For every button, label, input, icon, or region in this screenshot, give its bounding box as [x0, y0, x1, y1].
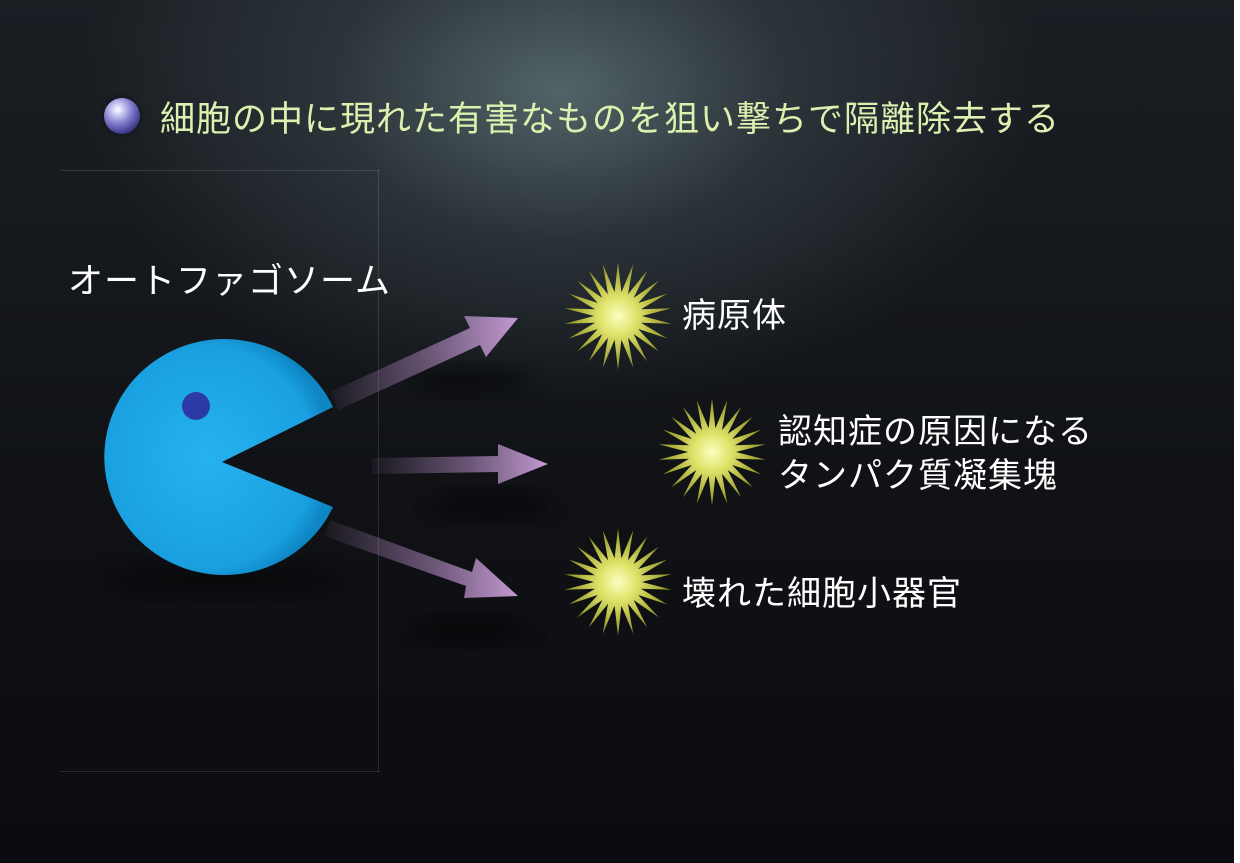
- starburst-icon: [658, 398, 766, 506]
- target-label-3: 壊れた細胞小器官: [682, 572, 962, 616]
- pacman-eye: [182, 392, 210, 420]
- target-label-line: 認知症の原因になる: [778, 412, 1093, 452]
- arrow-shadow: [410, 616, 530, 644]
- arrow-shadow: [430, 491, 550, 519]
- frame-line-top: [60, 170, 380, 171]
- slide-title-row: 細胞の中に現れた有害なものを狙い撃ちで隔離除去する: [104, 92, 1060, 140]
- starburst-icon: [564, 262, 672, 370]
- arrow-to-target-2: [372, 444, 548, 484]
- target-label-line: 病原体: [682, 296, 787, 336]
- target-label-2: 認知症の原因になる タンパク質凝集塊: [778, 410, 1093, 498]
- frame-line-bottom: [60, 771, 380, 772]
- arrow-to-target-1: [330, 316, 518, 410]
- slide-title: 細胞の中に現れた有害なものを狙い撃ちで隔離除去する: [160, 99, 1061, 140]
- target-label-line: 壊れた細胞小器官: [682, 574, 962, 614]
- actor-label: オートファゴソーム: [68, 262, 391, 302]
- target-label-1: 病原体: [682, 294, 787, 338]
- arrow-to-target-3: [324, 520, 518, 598]
- target-label-line: タンパク質凝集塊: [778, 456, 1058, 496]
- arrow-shadow: [410, 366, 530, 394]
- sphere-bullet-icon: [104, 98, 140, 134]
- starburst-icon: [564, 528, 672, 636]
- pacman-icon: [100, 339, 344, 598]
